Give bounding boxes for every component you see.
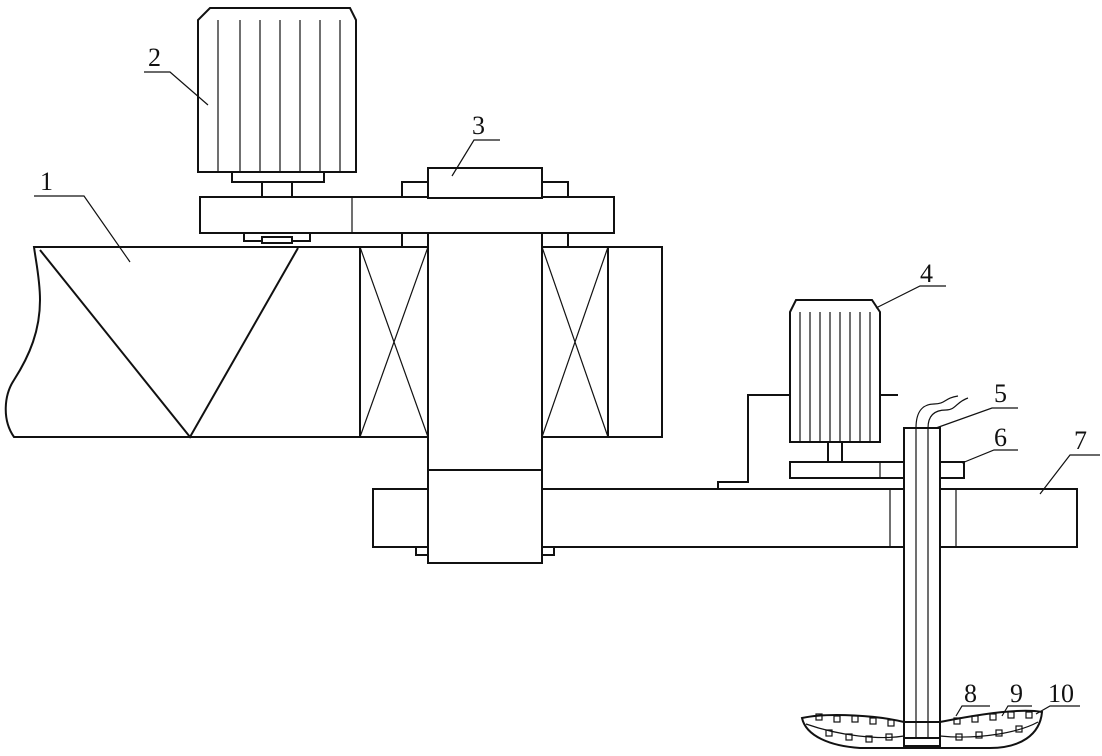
label-3: 3 (472, 111, 485, 140)
label-4: 4 (920, 259, 933, 288)
label-7: 7 (1074, 426, 1087, 455)
part-2-motor (197, 7, 357, 199)
callout-labels: 1 2 3 4 5 6 7 8 9 10 (40, 43, 1087, 708)
parts-8-10-cutter (800, 709, 1044, 749)
label-5: 5 (994, 379, 1007, 408)
part-1-trough (4, 246, 663, 439)
label-6: 6 (994, 423, 1007, 452)
part-7-arm (372, 469, 1078, 564)
label-8: 8 (964, 679, 977, 708)
cutter-teeth (815, 711, 1033, 743)
leader-lines (34, 71, 1100, 717)
part-4-motor (717, 299, 898, 489)
part-5-pipe (903, 395, 969, 741)
label-1: 1 (40, 167, 53, 196)
label-9: 9 (1010, 679, 1023, 708)
label-2: 2 (148, 43, 161, 72)
label-10: 10 (1048, 679, 1074, 708)
